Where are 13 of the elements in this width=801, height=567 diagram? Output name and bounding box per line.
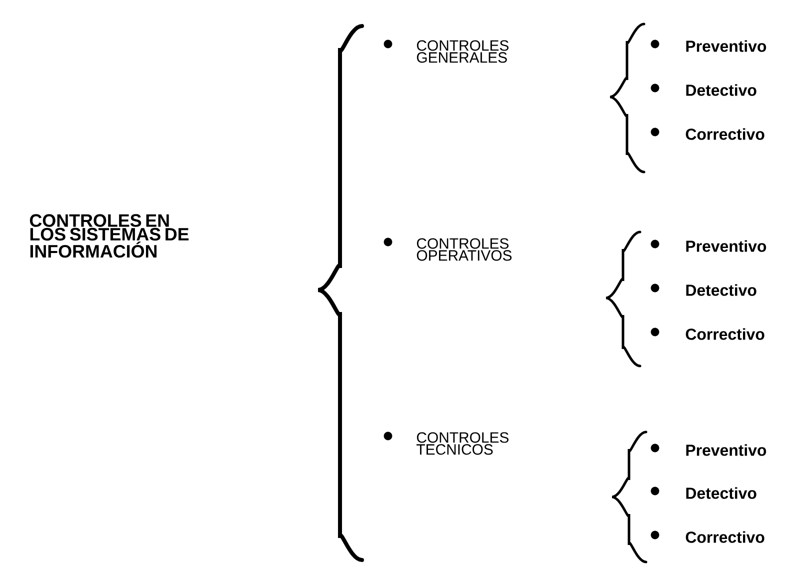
list-item: Preventivo xyxy=(686,240,766,252)
list-item: Preventivo xyxy=(686,40,766,52)
category-label: CONTROLES OPERATIVOS xyxy=(416,238,512,261)
list-item: Correctivo xyxy=(686,531,764,543)
heading: CONTROLES EN LOS SISTEMAS DE INFORMACIÓN xyxy=(30,214,189,258)
list-item: Detectivo xyxy=(686,84,756,96)
list-item: Detectivo xyxy=(686,284,756,296)
list-item: Preventivo xyxy=(686,444,766,456)
list-item: Correctivo xyxy=(686,128,764,140)
category-label: CONTROLES GENERALES xyxy=(416,40,509,63)
list-item: Correctivo xyxy=(686,328,764,340)
list-item: Detectivo xyxy=(686,487,756,499)
category-label: CONTROLES TECNICOS xyxy=(416,432,509,455)
